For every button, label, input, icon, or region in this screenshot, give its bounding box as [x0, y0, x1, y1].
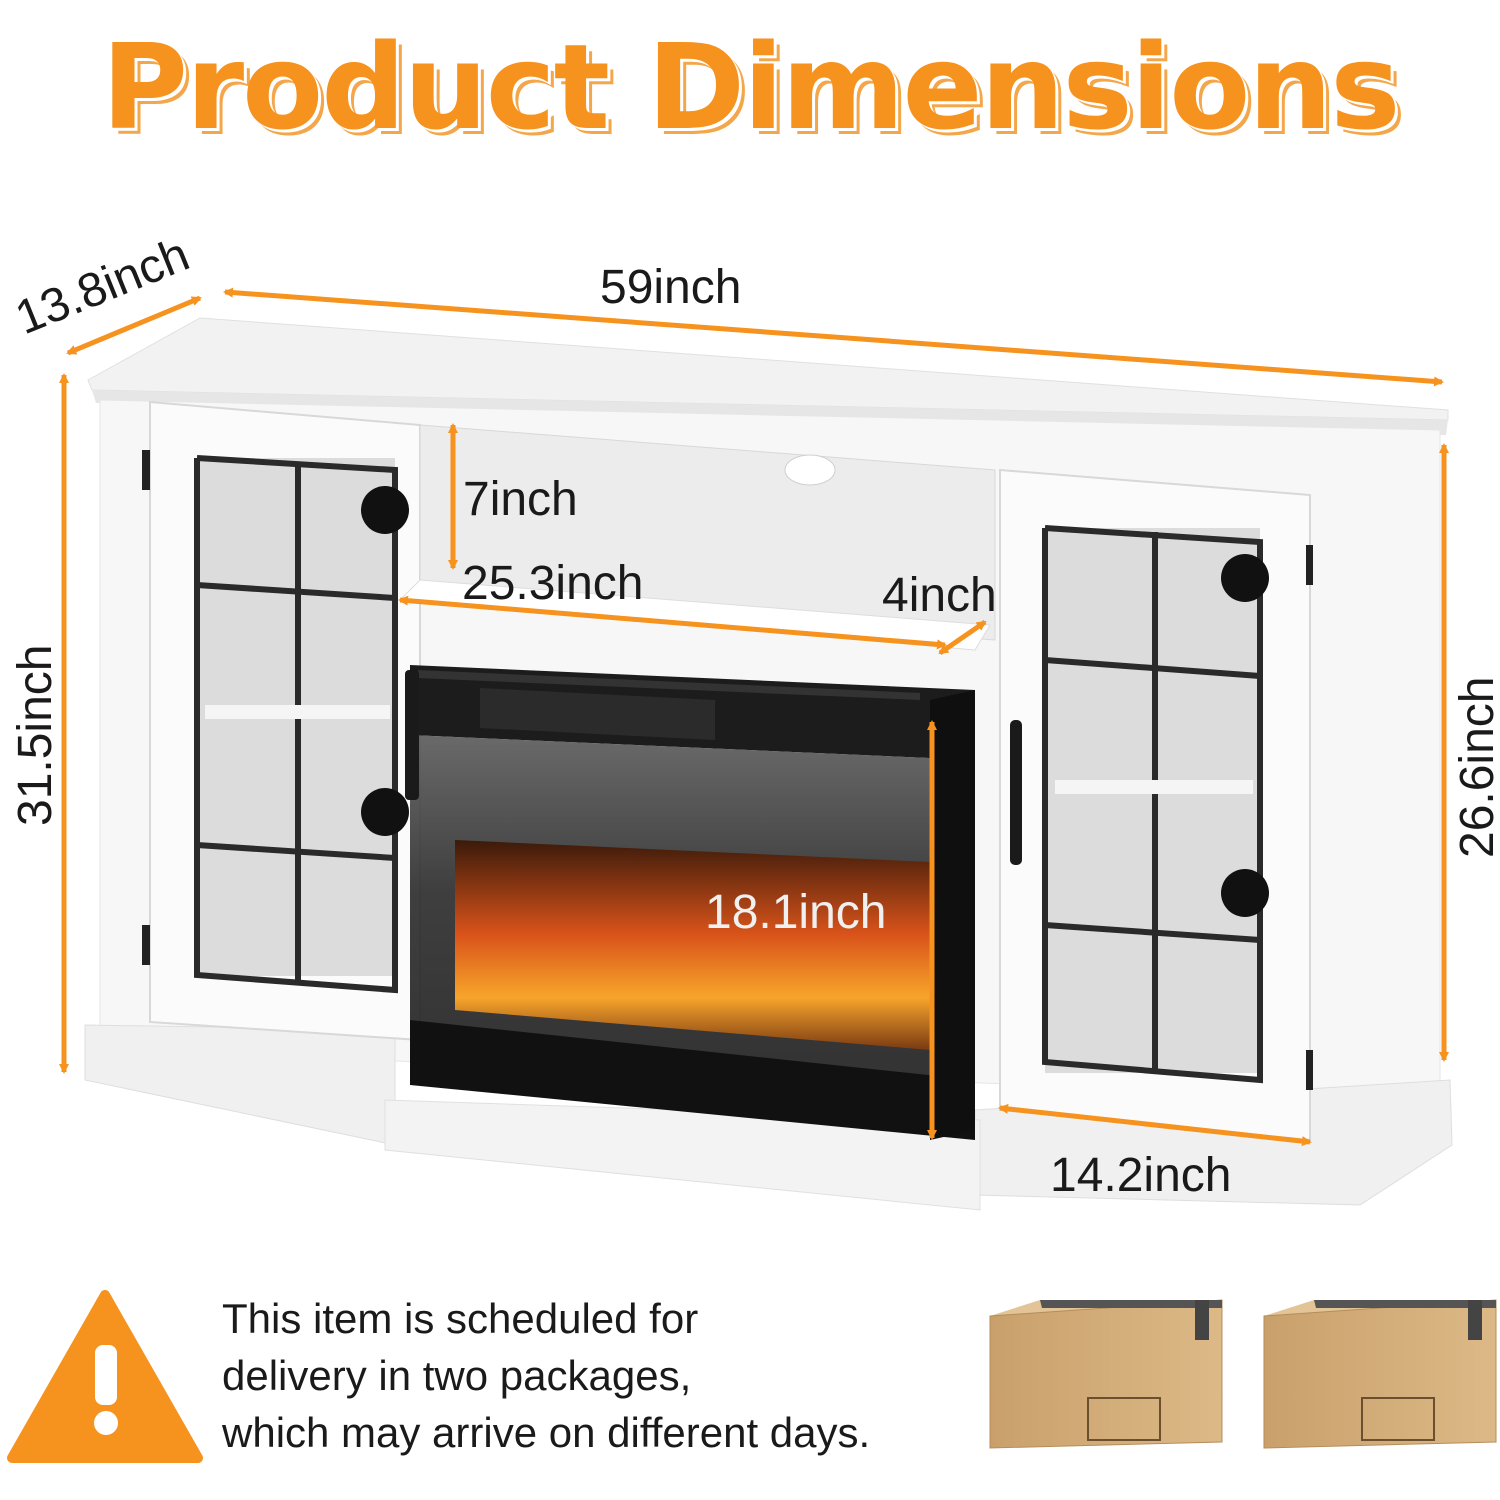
package-box-icon: [1263, 1299, 1497, 1449]
warning-icon: [7, 1290, 203, 1463]
side-height-label: 26.6inch: [1451, 676, 1500, 858]
package-box-icon: [989, 1299, 1223, 1449]
delivery-notice: This item is scheduled for delivery in t…: [222, 1290, 962, 1461]
opening-height-label: 7inch: [463, 473, 578, 526]
dimension-arrows: [59, 287, 1449, 1147]
left-glass-door: [142, 400, 421, 1042]
fireplace-depth-label: 4inch: [882, 569, 997, 622]
page-title: Product Dimensions: [101, 18, 1400, 156]
fireplace-height-label: 18.1inch: [705, 886, 887, 939]
notice-line: which may arrive on different days.: [222, 1409, 871, 1456]
side-width-label: 14.2inch: [1050, 1149, 1232, 1202]
notice-line: delivery in two packages,: [222, 1352, 692, 1399]
right-glass-door: [999, 468, 1313, 1142]
notice-line: This item is scheduled for: [222, 1295, 699, 1342]
tv-stand-cabinet: [84, 317, 1453, 1211]
width-label: 59inch: [600, 261, 742, 314]
height-label: 31.5inch: [9, 644, 62, 826]
electric-fireplace: [405, 665, 975, 1140]
fireplace-width-label: 25.3inch: [462, 557, 644, 610]
